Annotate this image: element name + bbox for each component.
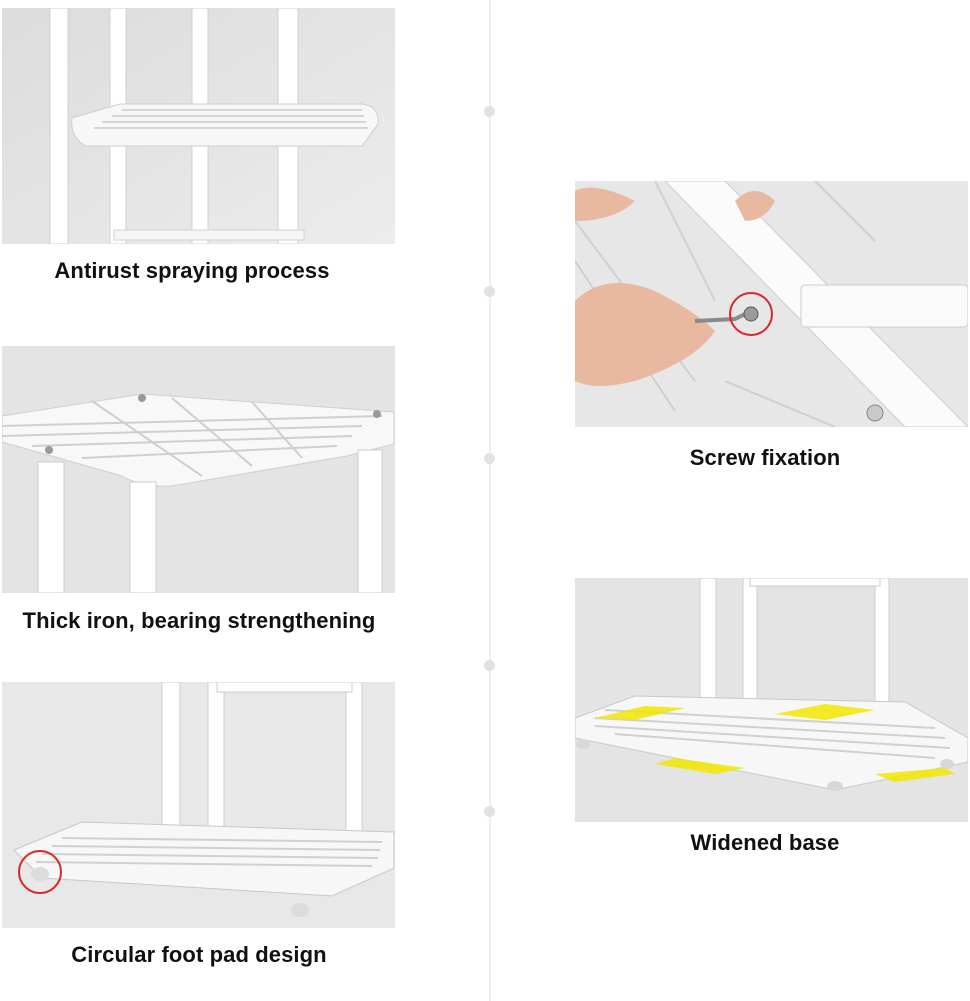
- feature-caption-screw: Screw fixation: [689, 445, 841, 470]
- timeline-dot: [484, 286, 495, 297]
- feature-caption-thick-iron: Thick iron, bearing strengthening: [22, 608, 376, 633]
- antirust-photo: [2, 8, 395, 244]
- feature-caption-foot-pad: Circular foot pad design: [71, 942, 327, 967]
- base-photo: [575, 578, 968, 822]
- timeline-dot: [484, 660, 495, 671]
- timeline-dot: [484, 106, 495, 117]
- screw-photo: [575, 181, 968, 427]
- highlight-circle: [729, 292, 773, 336]
- center-divider: [489, 0, 491, 1001]
- thick-iron-photo: [2, 346, 395, 593]
- foot-pad-photo: [2, 682, 395, 928]
- highlight-circle: [18, 850, 62, 894]
- timeline-dot: [484, 806, 495, 817]
- feature-caption-antirust: Antirust spraying process: [54, 258, 330, 283]
- timeline-dot: [484, 453, 495, 464]
- feature-caption-base: Widened base: [690, 830, 840, 855]
